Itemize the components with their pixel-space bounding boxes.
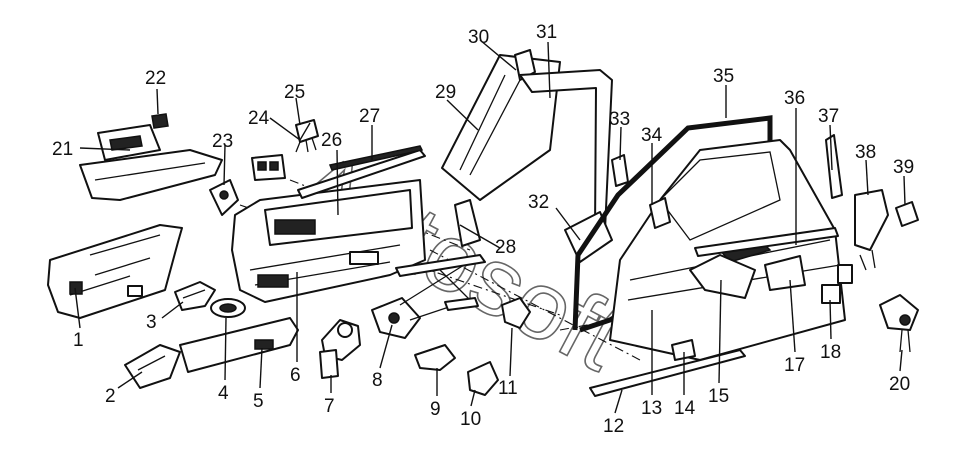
callout-37: 37 — [818, 106, 839, 127]
latch-cable — [649, 197, 671, 229]
callout-31: 31 — [536, 22, 557, 43]
callout-33: 33 — [609, 109, 630, 130]
handle-bezel — [174, 281, 216, 311]
callout-11: 11 — [498, 378, 518, 399]
callout-38: 38 — [855, 142, 876, 163]
callout-14: 14 — [674, 398, 696, 419]
lower-molding — [589, 349, 746, 397]
callout-4: 4 — [218, 383, 229, 404]
callout-12: 12 — [603, 416, 624, 437]
callout-20: 20 — [889, 374, 910, 395]
callout-39: 39 — [893, 157, 914, 178]
callout-labels: 1 2 3 4 5 6 7 8 9 10 11 12 13 14 15 17 1… — [52, 22, 914, 437]
callout-3: 3 — [146, 312, 157, 333]
door-hinge-11 — [501, 297, 531, 329]
door-lock-actuator — [854, 189, 889, 271]
callout-6: 6 — [290, 365, 301, 386]
rear-vertical-strip — [825, 134, 843, 199]
callout-34: 34 — [641, 125, 663, 146]
callout-9: 9 — [430, 399, 441, 420]
callout-36: 36 — [784, 88, 805, 109]
callout-17: 17 — [784, 355, 805, 376]
callout-30: 30 — [468, 27, 489, 48]
lock-cylinder — [879, 294, 919, 353]
callout-22: 22 — [145, 68, 166, 89]
callout-29: 29 — [435, 82, 456, 103]
callout-18: 18 — [820, 342, 841, 363]
door-mirror-pad — [764, 255, 806, 291]
latch — [821, 264, 853, 304]
mirror-switch — [209, 179, 239, 216]
window-switch — [251, 154, 286, 181]
callout-7: 7 — [324, 396, 335, 417]
callout-1: 1 — [73, 330, 84, 351]
callout-26: 26 — [321, 130, 342, 151]
door-trim-panel-left — [47, 224, 183, 319]
callout-35: 35 — [713, 66, 734, 87]
callout-10: 10 — [460, 409, 481, 430]
callout-13: 13 — [641, 398, 662, 419]
callout-5: 5 — [253, 391, 264, 412]
leader-lines — [74, 39, 906, 414]
lock-knob — [895, 201, 919, 227]
callout-24: 24 — [248, 108, 270, 129]
armrest-upper — [79, 113, 223, 201]
callout-32: 32 — [528, 192, 549, 213]
callout-25: 25 — [284, 82, 305, 103]
callout-8: 8 — [372, 370, 383, 391]
callout-23: 23 — [212, 131, 233, 152]
window-regulator — [371, 254, 486, 339]
outside-handle — [689, 254, 756, 299]
belt-molding — [694, 227, 839, 257]
inner-beltline-strip — [297, 145, 426, 199]
door-hinge-10 — [467, 361, 499, 396]
callout-15: 15 — [708, 386, 729, 407]
molding-clip — [671, 339, 696, 361]
callout-21: 21 — [52, 139, 73, 160]
callout-28: 28 — [495, 237, 516, 258]
door-hinge-9 — [414, 344, 456, 371]
escutcheon — [210, 298, 246, 318]
pull-handle — [124, 344, 181, 389]
callout-2: 2 — [105, 386, 116, 407]
lower-trim-strip — [179, 317, 299, 373]
window-motor — [319, 319, 361, 379]
callout-27: 27 — [359, 106, 380, 127]
